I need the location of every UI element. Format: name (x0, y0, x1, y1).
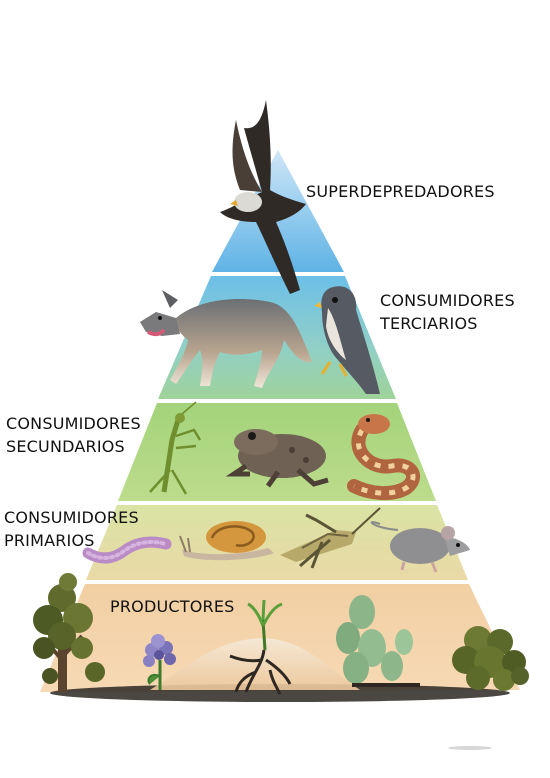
label-productores: PRODUCTORES (110, 597, 235, 616)
shrub-icon (452, 626, 529, 691)
label-superdepredadores: SUPERDEPREDADORES (306, 182, 495, 201)
mantis-icon (149, 401, 202, 495)
tree-icon (33, 573, 105, 692)
snake-icon (347, 414, 420, 500)
label-consumidores-primarios-1: CONSUMIDORES (4, 508, 139, 527)
label-consumidores-terciarios-1: CONSUMIDORES (380, 291, 515, 310)
label-consumidores-secundarios-2: SECUNDARIOS (6, 437, 125, 456)
soil-mound-icon (150, 638, 360, 690)
label-consumidores-secundarios-1: CONSUMIDORES (6, 414, 141, 433)
falcon-icon (314, 286, 380, 394)
sprout-icon (229, 599, 292, 695)
wolf-icon (140, 290, 312, 388)
flower-icon (143, 634, 176, 690)
cactus-icon (336, 595, 420, 687)
grasshopper-icon (280, 507, 381, 569)
worm-icon (82, 536, 172, 564)
label-consumidores-primarios-2: PRIMARIOS (4, 531, 95, 550)
label-consumidores-terciarios-2: TERCIARIOS (380, 314, 478, 333)
toad-icon (225, 429, 329, 488)
eagle-icon (220, 100, 306, 294)
snail-icon (179, 521, 274, 561)
mouse-icon (370, 521, 470, 573)
